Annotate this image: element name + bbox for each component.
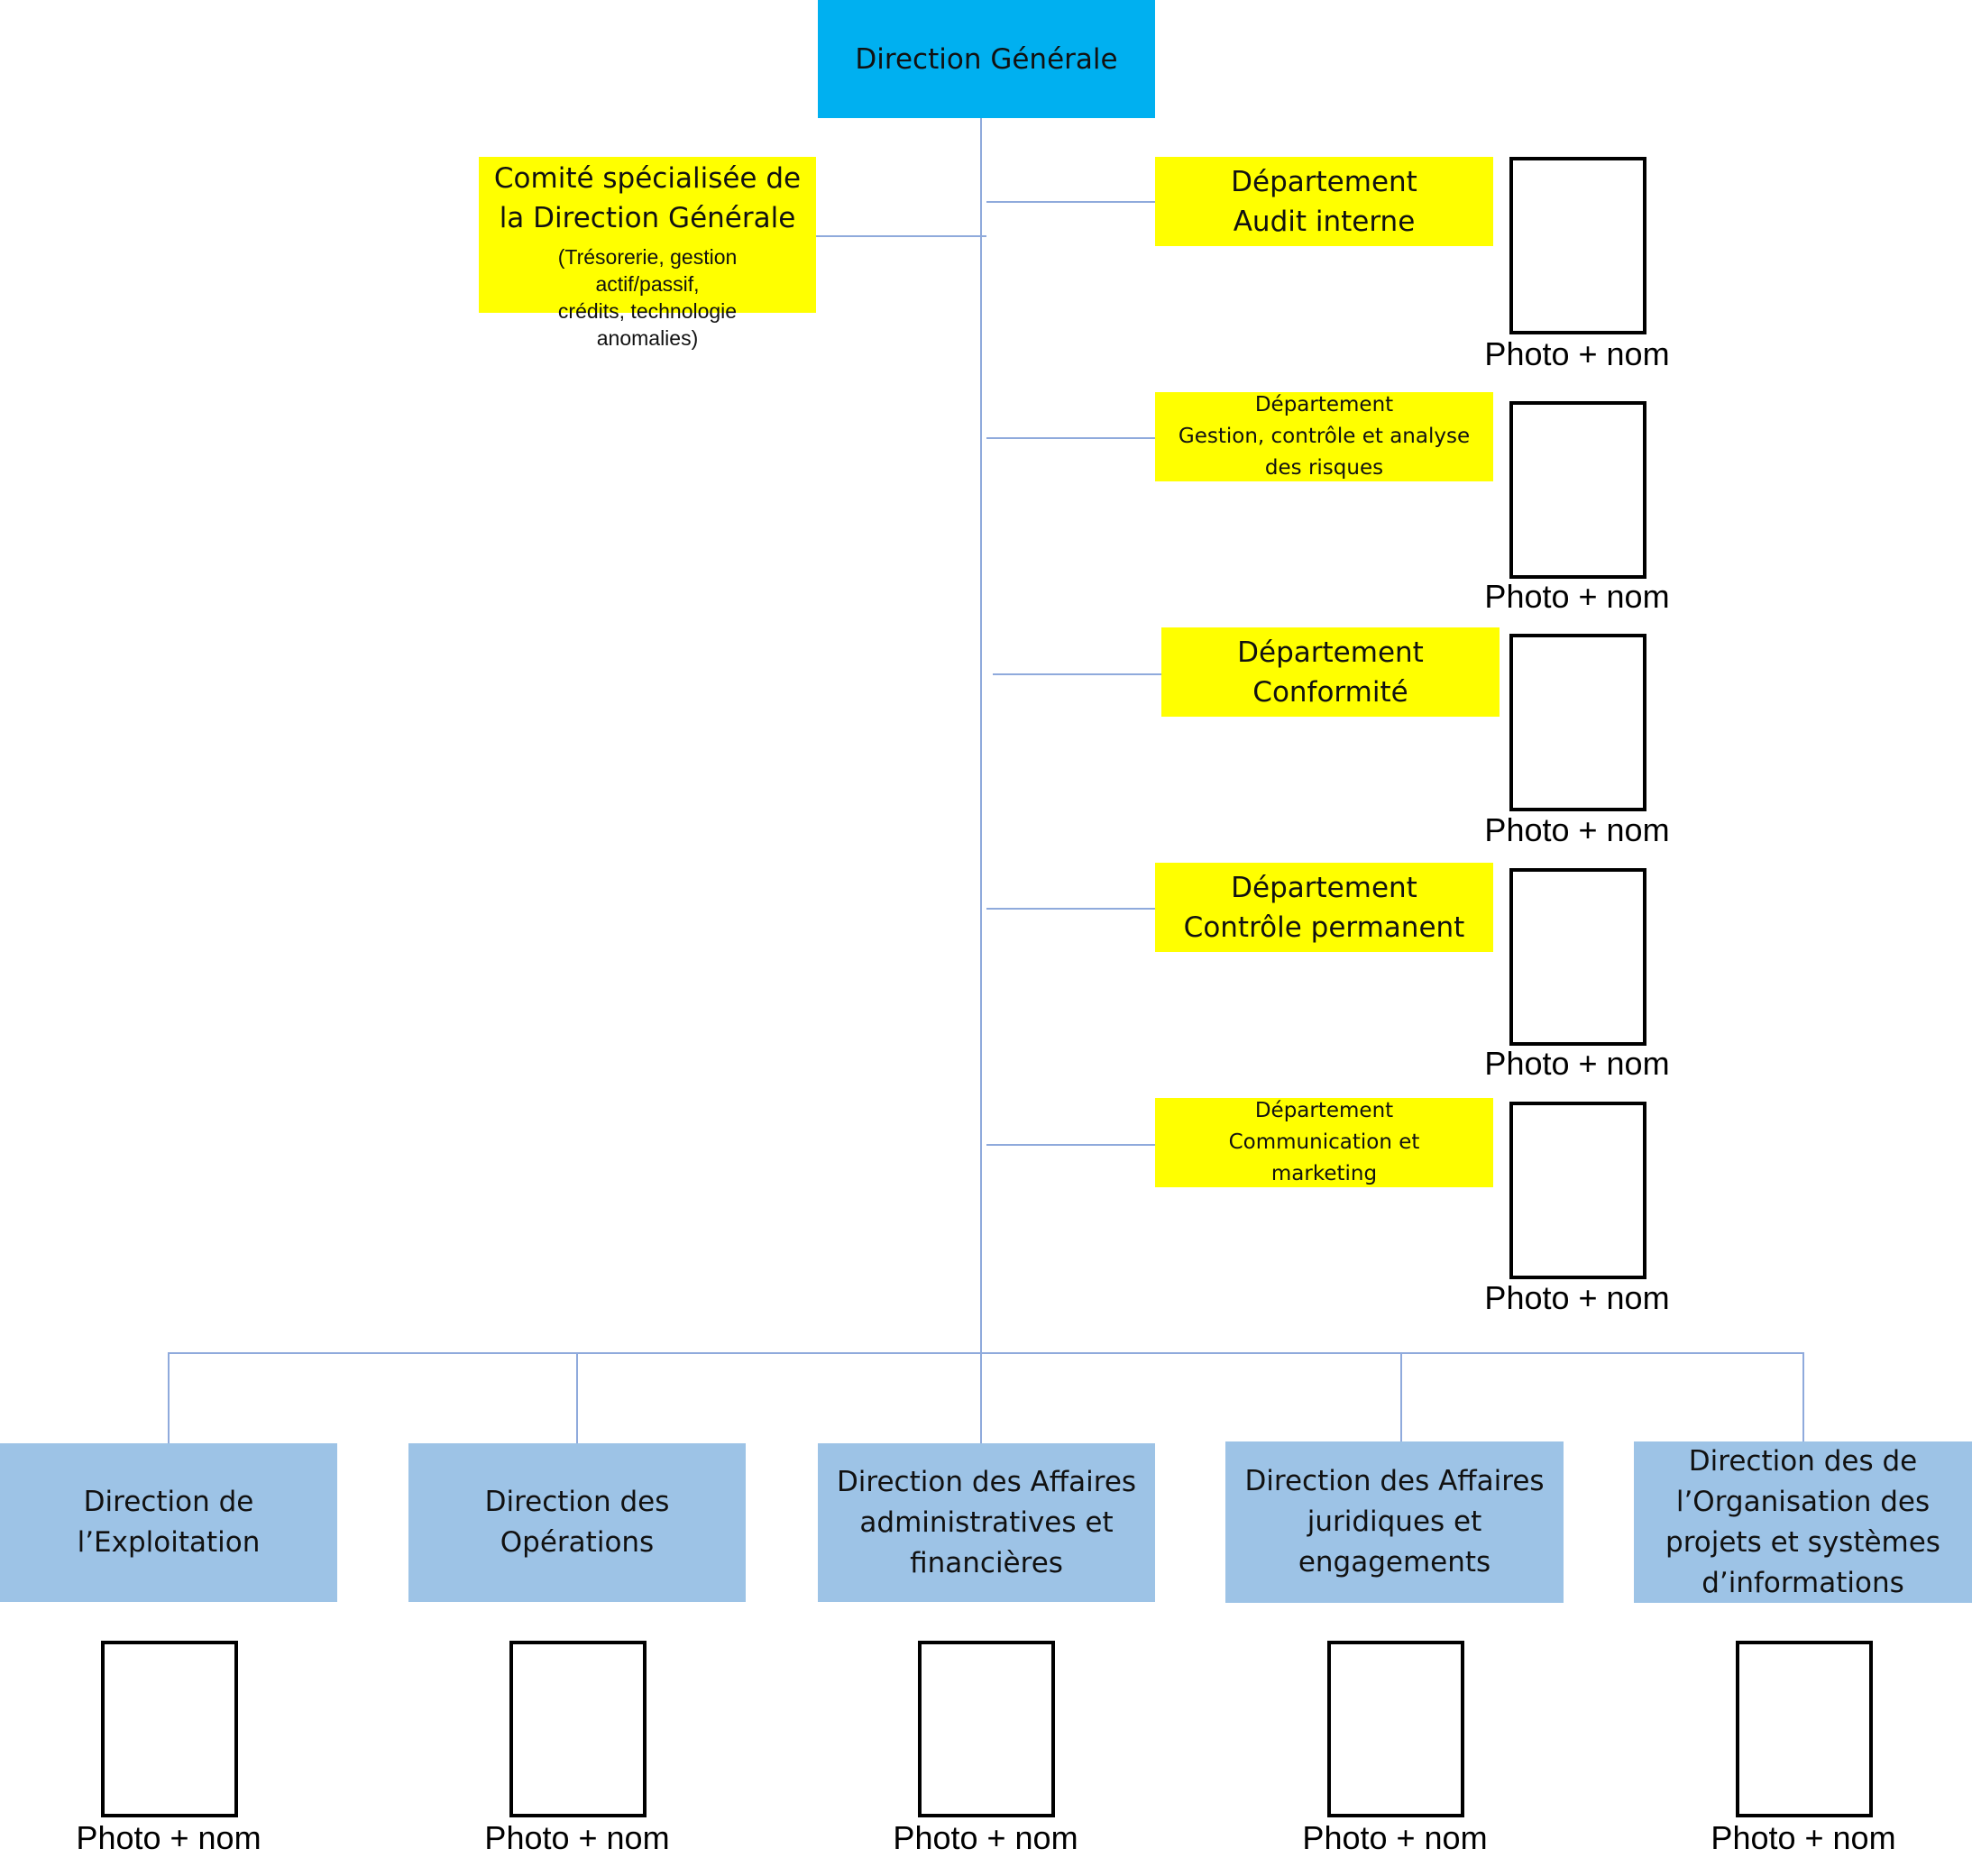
department-label: Communication et — [1228, 1130, 1420, 1154]
photo-label: Photo + nom — [1484, 578, 1670, 615]
direction-label: l’Exploitation — [77, 1526, 261, 1559]
direction-label: Opérations — [500, 1526, 655, 1559]
direction-label: Direction des de — [1688, 1444, 1918, 1478]
photo-placeholder — [1509, 401, 1646, 579]
direction-label: juridiques et — [1307, 1505, 1482, 1538]
department-label: Département — [1231, 165, 1417, 198]
photo-placeholder — [101, 1641, 238, 1817]
department-box: Département Gestion, contrôle et analyse… — [1155, 392, 1493, 481]
direction-generale-label: Direction Générale — [855, 42, 1118, 76]
department-box: Département Conformité — [1161, 627, 1500, 717]
department-label: des risques — [1264, 456, 1384, 480]
department-box: Département Contrôle permanent — [1155, 863, 1493, 952]
department-label: Département — [1254, 393, 1394, 416]
photo-label: Photo + nom — [1302, 1819, 1488, 1856]
connector-dept-3 — [993, 673, 1161, 675]
direction-label: financières — [910, 1546, 1063, 1579]
committee-box: Comité spécialisée de la Direction Génér… — [479, 157, 816, 350]
photo-label: Photo + nom — [1484, 811, 1670, 848]
direction-box: Direction de l’Exploitation — [0, 1443, 337, 1602]
department-label: marketing — [1270, 1162, 1378, 1185]
direction-label: projets et systèmes — [1665, 1525, 1940, 1559]
photo-placeholder — [1509, 634, 1646, 811]
photo-placeholder — [1509, 1102, 1646, 1279]
direction-label: Direction des Affaires — [836, 1465, 1137, 1498]
photo-label: Photo + nom — [1484, 1045, 1670, 1082]
department-label: Département — [1254, 1099, 1394, 1122]
department-box: Département Audit interne — [1155, 157, 1493, 246]
direction-label: administratives et — [859, 1505, 1114, 1539]
department-label: Gestion, contrôle et analyse — [1178, 425, 1471, 448]
photo-label: Photo + nom — [76, 1819, 261, 1856]
direction-box: Direction des Affaires administratives e… — [818, 1443, 1155, 1602]
committee-detail: anomalies) — [596, 326, 699, 350]
photo-label: Photo + nom — [1484, 335, 1670, 372]
connector-dept-2 — [986, 437, 1155, 439]
connector-committee — [816, 235, 986, 237]
direction-box: Direction des Affaires juridiques et eng… — [1225, 1441, 1564, 1603]
connector-direction-1 — [168, 1352, 170, 1462]
direction-label: engagements — [1298, 1546, 1491, 1579]
photo-placeholder — [1509, 868, 1646, 1046]
department-box: Département Communication et marketing — [1155, 1098, 1493, 1187]
department-label: Conformité — [1252, 675, 1408, 709]
direction-box: Direction des de l’Organisation des proj… — [1634, 1441, 1972, 1603]
photo-placeholder — [1327, 1641, 1464, 1817]
connector-main-vertical — [980, 118, 982, 1443]
photo-placeholder — [1736, 1641, 1873, 1817]
committee-detail: (Trésorerie, gestion — [557, 245, 738, 269]
connector-direction-5 — [1802, 1352, 1804, 1441]
direction-label: Direction des Affaires — [1244, 1465, 1545, 1497]
photo-label: Photo + nom — [1484, 1279, 1670, 1316]
connector-direction-2 — [576, 1352, 578, 1443]
committee-title: la Direction Générale — [499, 202, 796, 234]
photo-placeholder — [918, 1641, 1055, 1817]
direction-label: d’informations — [1701, 1566, 1904, 1599]
direction-box: Direction des Opérations — [408, 1443, 746, 1602]
direction-generale-box: Direction Générale — [818, 0, 1155, 118]
connector-direction-4 — [1400, 1352, 1402, 1441]
photo-placeholder — [1509, 157, 1646, 334]
committee-detail: crédits, technologie — [557, 299, 738, 323]
photo-label: Photo + nom — [893, 1819, 1078, 1856]
connector-dept-4 — [986, 908, 1155, 910]
connector-bottom-horizontal — [169, 1352, 1803, 1354]
photo-label: Photo + nom — [484, 1819, 670, 1856]
direction-label: Direction de — [83, 1486, 254, 1518]
connector-dept-5 — [986, 1144, 1155, 1146]
department-label: Audit interne — [1233, 205, 1416, 238]
direction-label: Direction des — [484, 1486, 670, 1518]
photo-placeholder — [509, 1641, 647, 1817]
committee-detail: actif/passif, — [595, 272, 700, 296]
connector-dept-1 — [986, 201, 1155, 203]
department-label: Département — [1237, 636, 1424, 669]
department-label: Contrôle permanent — [1183, 911, 1465, 944]
direction-label: l’Organisation des — [1675, 1485, 1931, 1518]
department-label: Département — [1231, 871, 1417, 904]
photo-label: Photo + nom — [1711, 1819, 1896, 1856]
committee-title: Comité spécialisée de — [493, 162, 802, 195]
